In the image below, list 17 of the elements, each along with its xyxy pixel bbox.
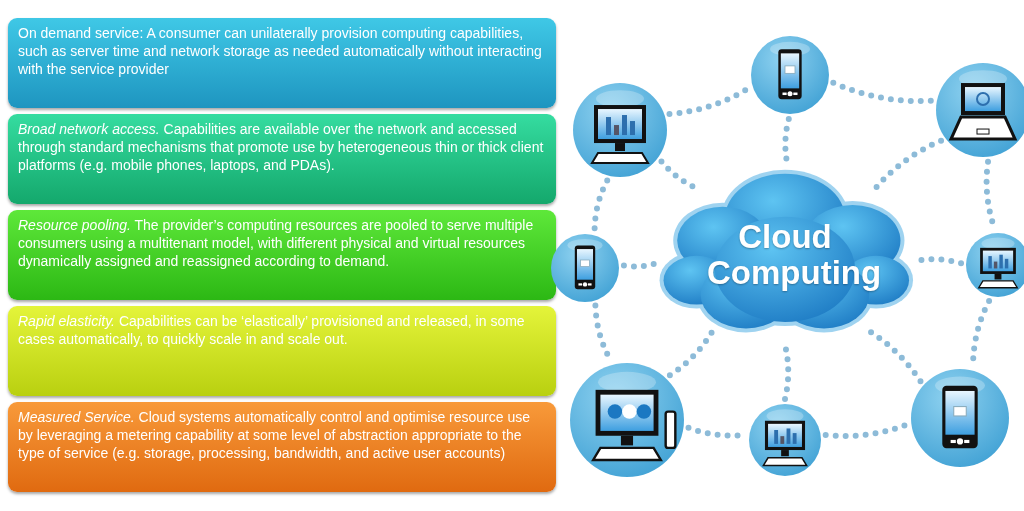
- feature-description: Resource pooling. The provider’s computing resources are pooled to serve multiple consumers using a multitenant model, with different physical and virtual resources dynamically assigned and reassigned according to demand.: [18, 216, 535, 270]
- dotted-connector: [620, 260, 659, 270]
- feature-description: Measured Service. Cloud systems automatically control and optimise resource use by leveraging a metering capability at some level of abstraction appropriate to the type of service (e.g. storage, processing, bandwidth, and active user accounts): [18, 408, 531, 462]
- cloud-title: Cloud Computing: [706, 219, 883, 291]
- feature-box: [8, 18, 556, 108]
- feature-box: [8, 402, 556, 492]
- feature-description: On demand service: A consumer can unilaterally provision computing capabilities, such as server time and network storage as needed automatically without interacting with the service provider: [18, 24, 543, 78]
- feature-description: Broad network access. Capabilities are available over the network and accessed through standard mechanisms that promote use by heterogeneous thin or thick client platforms (e.g. mobile phones, laptops, and PDAs).: [18, 120, 545, 174]
- dotted-connector: [591, 177, 611, 234]
- feature-description: Rapid elasticity. Capabilities can be ‘elastically’ provisioned and released, in some cases automatically, to quickly scale in and scale out.: [18, 312, 526, 348]
- dotted-connector: [666, 327, 717, 379]
- feature-box: [8, 306, 556, 396]
- dotted-connector: [822, 421, 910, 439]
- dotted-connector: [830, 79, 935, 105]
- feature-box: [8, 114, 556, 204]
- feature-box: [8, 210, 556, 300]
- dotted-connector: [871, 137, 945, 193]
